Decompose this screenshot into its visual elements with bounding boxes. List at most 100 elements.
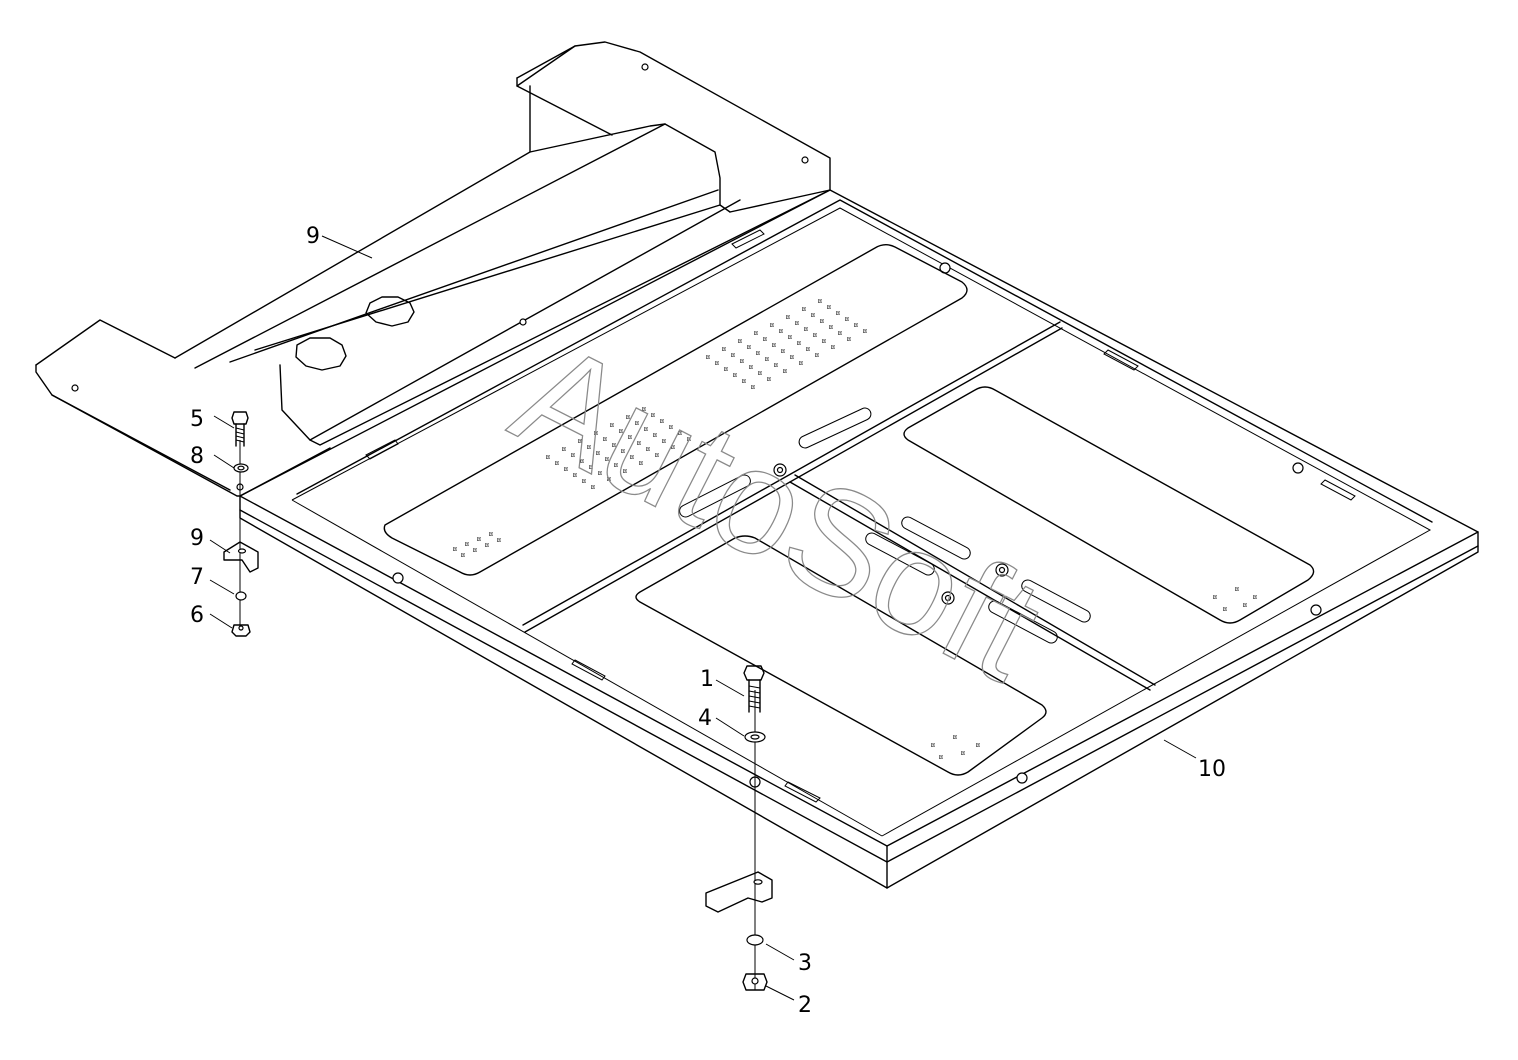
perforation-hole: ¤ <box>757 369 762 379</box>
perforation-hole: ¤ <box>1212 593 1217 603</box>
perforation-hole: ¤ <box>805 345 810 355</box>
perforation-hole: ¤ <box>812 331 817 341</box>
perforation-hole: ¤ <box>730 351 735 361</box>
lock-washer-left <box>235 591 247 601</box>
bracket-center <box>705 871 773 913</box>
perforation-hole: ¤ <box>570 451 575 461</box>
callout-8: 8 <box>190 444 204 469</box>
perforation-hole: ¤ <box>484 541 489 551</box>
perforation-hole: ¤ <box>654 451 659 461</box>
fastener-stack-center <box>705 665 773 991</box>
perforation-hole: ¤ <box>645 445 650 455</box>
perforation-hole: ¤ <box>817 297 822 307</box>
perforation-hole: ¤ <box>609 421 614 431</box>
perforation-hole: ¤ <box>741 377 746 387</box>
perforation-hole: ¤ <box>1234 585 1239 595</box>
washer-lower-center <box>746 934 764 946</box>
perforation-hole: ¤ <box>830 343 835 353</box>
perforation-hole: ¤ <box>746 343 751 353</box>
perforation-hole: ¤ <box>821 337 826 347</box>
perforation-hole: ¤ <box>604 455 609 465</box>
perforation-hole: ¤ <box>846 335 851 345</box>
perforation-hole: ¤ <box>577 437 582 447</box>
callout-6: 6 <box>190 603 204 628</box>
perforation-hole: ¤ <box>771 341 776 351</box>
perforation-hole: ¤ <box>634 419 639 429</box>
perforation-hole: ¤ <box>835 309 840 319</box>
perforation-hole: ¤ <box>611 441 616 451</box>
perforation-hole: ¤ <box>563 465 568 475</box>
perforation-hole: ¤ <box>814 351 819 361</box>
callout-2: 2 <box>798 993 812 1018</box>
perforation-hole: ¤ <box>938 753 943 763</box>
perforation-hole: ¤ <box>595 449 600 459</box>
callout-1: 1 <box>700 667 714 692</box>
perforation-hole: ¤ <box>766 375 771 385</box>
perforation-hole: ¤ <box>686 435 691 445</box>
callout-9-bracket: 9 <box>190 526 204 551</box>
bolt-head-center <box>743 665 765 681</box>
leader-lines <box>209 235 1197 1001</box>
perforation-hole: ¤ <box>826 303 831 313</box>
perforation-hole: ¤ <box>737 337 742 347</box>
perforation-hole: ¤ <box>602 435 607 445</box>
perforation-hole: ¤ <box>794 319 799 329</box>
perforation-hole: ¤ <box>460 551 465 561</box>
perforation-hole: ¤ <box>677 429 682 439</box>
perforation-hole: ¤ <box>588 463 593 473</box>
perforation-pattern-rear-top: ¤¤¤¤¤¤¤¤¤¤¤¤¤¤¤¤¤¤¤¤¤¤¤¤¤¤¤¤¤¤¤¤¤¤¤¤¤¤¤¤… <box>705 297 867 393</box>
perforation-hole: ¤ <box>844 315 849 325</box>
perforation-hole: ¤ <box>1242 601 1247 611</box>
perforation-hole: ¤ <box>798 359 803 369</box>
perforation-hole: ¤ <box>476 535 481 545</box>
perforation-hole: ¤ <box>819 317 824 327</box>
perforation-hole: ¤ <box>748 363 753 373</box>
perforation-hole: ¤ <box>796 339 801 349</box>
rear-cover-part <box>35 41 831 497</box>
perforation-hole: ¤ <box>773 361 778 371</box>
perforation-hole: ¤ <box>785 313 790 323</box>
perforation-hole: ¤ <box>828 323 833 333</box>
perforation-hole: ¤ <box>659 417 664 427</box>
access-plate-rear <box>383 244 968 576</box>
access-plate-front-left <box>635 535 1047 776</box>
callout-4: 4 <box>698 706 712 731</box>
perforation-hole: ¤ <box>488 530 493 540</box>
perforation-hole: ¤ <box>622 467 627 477</box>
perforation-hole: ¤ <box>780 347 785 357</box>
fastener-stack-left <box>223 411 259 637</box>
perforation-hole: ¤ <box>810 311 815 321</box>
perforation-hole: ¤ <box>705 353 710 363</box>
perforation-hole: ¤ <box>618 427 623 437</box>
perforation-hole: ¤ <box>753 329 758 339</box>
perforation-hole: ¤ <box>597 469 602 479</box>
perforation-hole: ¤ <box>636 439 641 449</box>
nut-left <box>231 624 251 637</box>
perforation-hole: ¤ <box>778 327 783 337</box>
perforation-hole: ¤ <box>452 545 457 555</box>
perforation-hole: ¤ <box>803 325 808 335</box>
perforation-hole: ¤ <box>862 327 867 337</box>
perforation-hole: ¤ <box>975 741 980 751</box>
perforation-hole: ¤ <box>561 445 566 455</box>
perforation-hole: ¤ <box>762 335 767 345</box>
perforation-hole: ¤ <box>464 540 469 550</box>
nut-center <box>742 973 768 991</box>
perforation-hole: ¤ <box>739 357 744 367</box>
perforation-hole: ¤ <box>661 437 666 447</box>
callout-10: 10 <box>1198 757 1226 782</box>
perforation-hole: ¤ <box>641 405 646 415</box>
perforation-hole: ¤ <box>472 546 477 556</box>
perforation-hole: ¤ <box>625 413 630 423</box>
perforation-hole: ¤ <box>643 425 648 435</box>
perforation-hole: ¤ <box>787 333 792 343</box>
perforation-hole: ¤ <box>1252 593 1257 603</box>
perforation-hole: ¤ <box>952 733 957 743</box>
perforation-hole: ¤ <box>652 431 657 441</box>
perforation-hole: ¤ <box>801 305 806 315</box>
bolt-head-left <box>231 411 249 425</box>
perforation-hole: ¤ <box>837 329 842 339</box>
perforation-hole: ¤ <box>627 433 632 443</box>
perforation-hole: ¤ <box>650 411 655 421</box>
